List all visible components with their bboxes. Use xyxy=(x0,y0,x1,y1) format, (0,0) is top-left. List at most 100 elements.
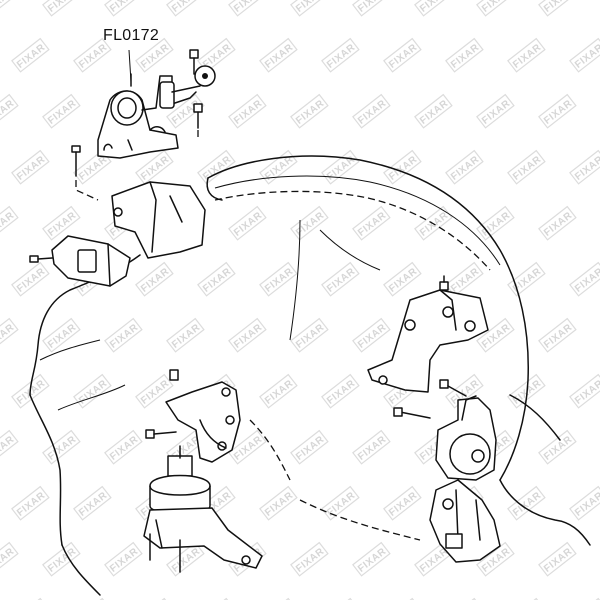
left-lower-bracket xyxy=(145,369,241,463)
part-number-label: FL0172 xyxy=(103,27,160,44)
watermark-stamp: FIXAR xyxy=(228,93,267,129)
watermark-stamp: FIXAR xyxy=(569,37,600,73)
svg-text:FIXAR: FIXAR xyxy=(573,154,600,183)
watermark-stamp: FIXAR xyxy=(321,485,360,521)
watermark-stamp: FIXAR xyxy=(259,261,298,297)
watermark-stamp: FIXAR xyxy=(507,37,546,73)
watermark-stamp: FIXAR xyxy=(383,261,422,297)
watermark-stamp: FIXAR xyxy=(321,261,360,297)
watermark-stamp: FIXAR xyxy=(352,541,391,577)
watermark-stamp: FIXAR xyxy=(414,93,453,129)
svg-text:FIXAR: FIXAR xyxy=(0,210,17,239)
watermark-stamp: FIXAR xyxy=(538,205,577,241)
watermark-stamp: FIXAR xyxy=(11,485,50,521)
svg-text:FIXAR: FIXAR xyxy=(0,322,17,351)
watermark-stamp: FIXAR xyxy=(0,317,19,353)
watermark-stamp: FIXAR xyxy=(11,37,50,73)
svg-text:FIXAR: FIXAR xyxy=(0,98,17,127)
watermark-stamp: FIXAR xyxy=(476,93,515,129)
watermark-stamp: FIXAR xyxy=(0,93,19,129)
engine-mount-fl0172 xyxy=(97,65,216,159)
watermark-stamp: FIXAR xyxy=(476,205,515,241)
bolt-left xyxy=(71,145,99,201)
rear-bracket xyxy=(367,275,489,393)
watermark-stamp: FIXAR xyxy=(445,37,484,73)
part-leader-line xyxy=(128,49,132,83)
watermark-stamp: FIXAR xyxy=(321,37,360,73)
svg-text:FIXAR: FIXAR xyxy=(0,0,17,15)
left-bracket xyxy=(29,235,131,287)
watermark-stamp: FIXAR xyxy=(445,261,484,297)
right-engine-mount xyxy=(393,379,497,481)
watermark-stamp: FIXAR xyxy=(228,317,267,353)
watermark-stamp: FIXAR xyxy=(507,149,546,185)
watermark-stamp: FIXAR xyxy=(0,429,19,465)
watermark-stamp: FIXAR xyxy=(104,541,143,577)
watermark-stamp: FIXAR xyxy=(290,0,329,17)
svg-text:FIXAR: FIXAR xyxy=(0,546,17,575)
watermark-stamp: FIXAR xyxy=(42,93,81,129)
watermark-stamp: FIXAR xyxy=(476,0,515,17)
watermark-stamp: FIXAR xyxy=(538,541,577,577)
watermark-stamp: FIXAR xyxy=(538,93,577,129)
watermark-stamp: FIXAR xyxy=(352,0,391,17)
watermark-stamp: FIXAR xyxy=(321,373,360,409)
watermark-stamp: FIXAR xyxy=(259,37,298,73)
svg-text:FIXAR: FIXAR xyxy=(573,378,600,407)
watermark-stamp: FIXAR xyxy=(197,149,236,185)
svg-text:FIXAR: FIXAR xyxy=(573,42,600,71)
watermark-stamp: FIXAR xyxy=(259,149,298,185)
lower-left-mount xyxy=(143,445,263,573)
watermark-stamp: FIXAR xyxy=(0,0,19,17)
watermark-stamp: FIXAR xyxy=(352,93,391,129)
watermark-stamp: FIXAR xyxy=(73,485,112,521)
watermark-stamp: FIXAR xyxy=(42,205,81,241)
watermark-stamp: FIXAR xyxy=(135,261,174,297)
watermark-stamp: FIXAR xyxy=(569,261,600,297)
watermark-stamp: FIXAR xyxy=(538,0,577,17)
svg-text:FIXAR: FIXAR xyxy=(573,266,600,295)
watermark-stamp: FIXAR xyxy=(383,485,422,521)
watermark-stamp: FIXAR xyxy=(197,261,236,297)
watermark-stamp: FIXAR xyxy=(569,373,600,409)
watermark-stamp: FIXAR xyxy=(290,93,329,129)
watermark-stamp: FIXAR xyxy=(228,205,267,241)
watermark-stamp: FIXAR xyxy=(166,0,205,17)
svg-text:FIXAR: FIXAR xyxy=(573,490,600,519)
watermark-stamp: FIXAR xyxy=(104,317,143,353)
watermark-stamp: FIXAR xyxy=(104,429,143,465)
watermark-stamp: FIXAR xyxy=(290,429,329,465)
watermark-stamp: FIXAR xyxy=(352,205,391,241)
svg-text:FIXAR: FIXAR xyxy=(0,434,17,463)
watermark-stamp: FIXAR xyxy=(228,0,267,17)
watermark-stamp: FIXAR xyxy=(166,317,205,353)
watermark-stamp: FIXAR xyxy=(352,429,391,465)
watermark-stamp: FIXAR xyxy=(290,541,329,577)
watermark-stamp: FIXAR xyxy=(0,205,19,241)
bolt-right-top xyxy=(193,103,203,140)
watermark-stamp: FIXAR xyxy=(42,541,81,577)
bolt-top xyxy=(189,49,199,75)
watermark-stamp: FIXAR xyxy=(445,149,484,185)
watermark-stamp: FIXAR xyxy=(383,37,422,73)
engine-block-outline xyxy=(29,155,591,596)
watermark-stamp: FIXAR xyxy=(414,0,453,17)
watermark-stamp: FIXAR xyxy=(73,373,112,409)
watermark-stamp: FIXAR xyxy=(135,149,174,185)
watermark-stamp: FIXAR xyxy=(290,205,329,241)
watermark-stamp: FIXAR xyxy=(104,0,143,17)
watermark-stamp: FIXAR xyxy=(569,149,600,185)
watermark-stamp: FIXAR xyxy=(0,541,19,577)
watermark-stamp: FIXAR xyxy=(569,485,600,521)
watermark-stamp: FIXAR xyxy=(259,373,298,409)
upper-bracket xyxy=(111,181,206,259)
watermark-stamp: FIXAR xyxy=(11,261,50,297)
watermark-stamp: FIXAR xyxy=(42,0,81,17)
watermark-stamp: FIXAR xyxy=(538,317,577,353)
watermark-stamp: FIXAR xyxy=(352,317,391,353)
watermark-stamp: FIXAR xyxy=(290,317,329,353)
lower-right-bracket xyxy=(429,479,501,563)
